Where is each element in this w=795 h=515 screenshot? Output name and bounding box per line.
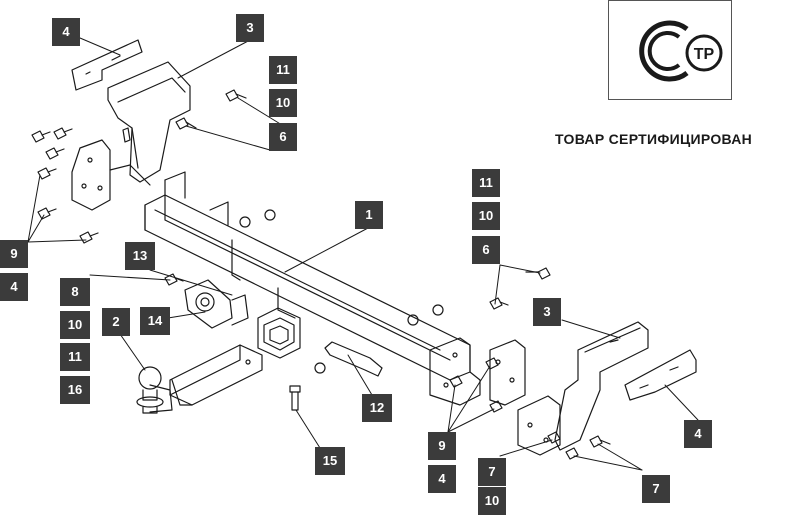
label-10-mid: 10	[472, 202, 500, 230]
label-8: 8	[60, 278, 90, 306]
label-9-left: 9	[0, 240, 28, 268]
label-10-bottom: 10	[478, 487, 506, 515]
certification-logo-box: ТР	[608, 0, 732, 100]
label-2: 2	[102, 308, 130, 336]
left-plate	[71, 39, 143, 91]
wiring-clip	[324, 341, 383, 377]
certification-text: ТОВАР СЕРТИФИЦИРОВАН	[555, 131, 753, 147]
label-1: 1	[355, 201, 383, 229]
right-bolts	[449, 267, 611, 460]
label-16: 16	[60, 376, 90, 404]
label-7-right: 7	[642, 475, 670, 503]
label-12: 12	[362, 394, 392, 422]
certification-logo-icon: ТР	[639, 20, 723, 82]
label-14: 14	[140, 307, 170, 335]
label-10-top: 10	[269, 89, 297, 117]
ball-mount	[149, 344, 263, 413]
bolt-15	[289, 385, 301, 411]
receiver-tube	[257, 307, 301, 359]
label-15: 15	[315, 447, 345, 475]
label-6-mid: 6	[472, 236, 500, 264]
label-9-bottom: 9	[428, 432, 456, 460]
label-7-bottom: 7	[478, 458, 506, 486]
label-11-top: 11	[269, 56, 297, 84]
right-side-plate	[429, 337, 526, 406]
label-6-top: 6	[269, 123, 297, 151]
label-3-top: 3	[236, 14, 264, 42]
right-plate	[624, 349, 697, 401]
top-bolts	[175, 89, 247, 130]
label-4-top: 4	[52, 18, 80, 46]
label-3-right: 3	[533, 298, 561, 326]
label-13: 13	[125, 242, 155, 270]
left-bracket	[107, 61, 191, 183]
tow-ball	[136, 366, 164, 414]
socket-bracket	[184, 279, 249, 329]
beam-nuts	[239, 209, 444, 374]
label-4-bottom: 4	[428, 465, 456, 493]
label-4-right: 4	[684, 420, 712, 448]
left-side-plate	[71, 139, 151, 211]
label-4-left: 4	[0, 273, 28, 301]
main-beam	[144, 171, 471, 381]
left-bolts	[31, 127, 99, 244]
leader-lines	[27, 37, 699, 471]
certification-logo-letters: ТР	[694, 46, 715, 63]
label-11-left: 11	[60, 343, 90, 371]
right-bracket	[517, 321, 649, 456]
label-10-left: 10	[60, 311, 90, 339]
label-11-mid: 11	[472, 169, 500, 197]
